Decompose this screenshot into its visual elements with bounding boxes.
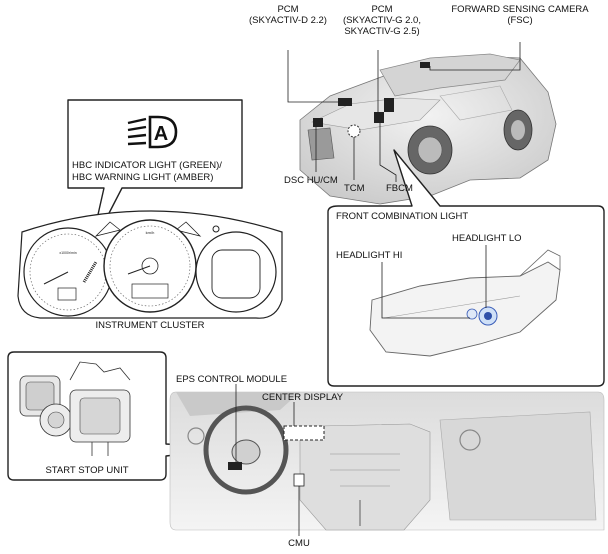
cmu-unit — [293, 473, 305, 487]
pcm-g-module — [384, 98, 394, 112]
svg-text:km/h: km/h — [146, 230, 155, 235]
headlight-hi-label: HEADLIGHT HI — [336, 250, 403, 261]
svg-text:x1000r/min: x1000r/min — [59, 251, 76, 255]
pcm-d-module — [338, 98, 352, 106]
start-stop-illustration — [19, 361, 131, 456]
fsc-label-title: FORWARD SENSING CAMERA — [451, 4, 589, 15]
dashboard-leader-lines — [235, 384, 300, 536]
dsc-module — [313, 118, 323, 127]
start-stop-unit-label: START STOP UNIT — [45, 465, 129, 476]
pcm-g-label-sub1: (SKYACTIV-G 2.0, — [343, 15, 421, 26]
pcm-d-label-sub: (SKYACTIV-D 2.2) — [249, 15, 327, 26]
fbcm-label: FBCM — [386, 183, 413, 194]
center-display-unit — [283, 425, 325, 441]
tcm-label: TCM — [344, 183, 365, 194]
headlight-illustration — [369, 249, 561, 357]
fbcm-module — [374, 112, 384, 123]
car-illustration — [299, 53, 557, 205]
hbc-label-line1: HBC INDICATOR LIGHT (GREEN)/ — [72, 160, 222, 171]
car-leader-lines — [287, 42, 521, 182]
eps-control-module-unit — [228, 462, 242, 470]
dashboard-illustration — [169, 391, 605, 531]
eps-control-module-label: EPS CONTROL MODULE — [176, 374, 288, 385]
instrument-cluster-label: INSTRUMENT CLUSTER — [95, 320, 205, 331]
tcm-module — [347, 124, 361, 138]
instrument-cluster-illustration: x1000r/min km/h — [17, 210, 283, 319]
pcm-g-label-sub2: SKYACTIV-G 2.5) — [344, 26, 420, 37]
center-display-label: CENTER DISPLAY — [262, 392, 344, 403]
front-combination-light-label: FRONT COMBINATION LIGHT — [336, 211, 469, 222]
hbc-label-line2: HBC WARNING LIGHT (AMBER) — [72, 172, 214, 183]
svg-text:A: A — [154, 123, 168, 145]
headlight-lo-label: HEADLIGHT LO — [452, 233, 522, 244]
pcm-d-label-title: PCM — [277, 4, 299, 15]
fsc-label-sub: (FSC) — [507, 15, 533, 26]
dsc-label: DSC HU/CM — [284, 175, 338, 186]
hbc-icon: A — [127, 115, 178, 149]
pcm-g-label-title: PCM — [371, 4, 393, 15]
fsc-module — [420, 62, 430, 68]
cmu-label: CMU — [288, 538, 310, 549]
headlight-leader-lines — [381, 245, 487, 319]
